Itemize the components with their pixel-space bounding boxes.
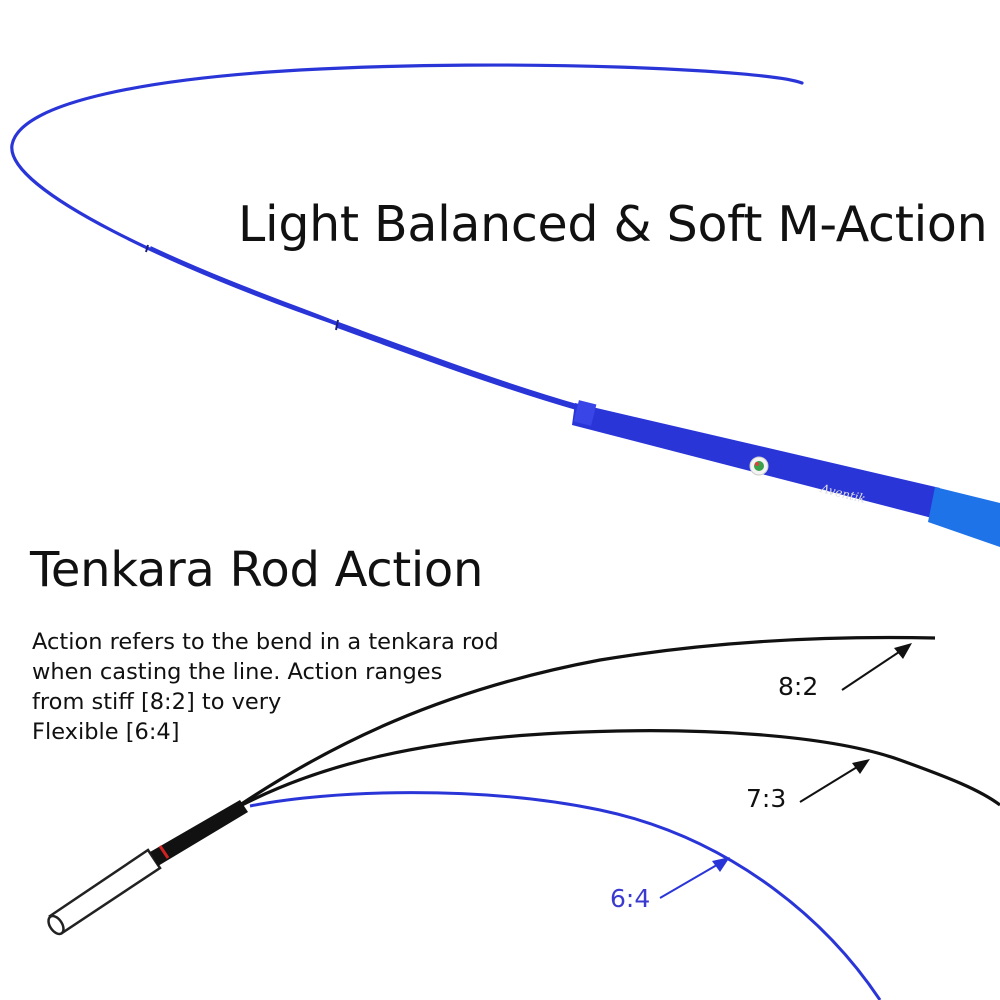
rod-mid-section bbox=[149, 246, 341, 327]
section-title: Tenkara Rod Action bbox=[30, 542, 484, 598]
rod-tip-curve bbox=[10, 63, 804, 327]
arrow-7-3 bbox=[799, 759, 870, 803]
arrow-8-2 bbox=[841, 643, 912, 691]
curve-8-2 bbox=[239, 635, 936, 807]
ratio-label-6-4: 6:4 bbox=[610, 884, 651, 913]
curve-7-3 bbox=[241, 729, 1000, 807]
ratio-label-8-2: 8:2 bbox=[778, 672, 819, 701]
action-description: Action refers to the bend in a tenkara r… bbox=[32, 627, 552, 747]
description-line: Action refers to the bend in a tenkara r… bbox=[32, 629, 499, 655]
arrow-6-4 bbox=[659, 857, 730, 899]
curve-6-4 bbox=[249, 791, 882, 1000]
handle-marker bbox=[158, 845, 170, 859]
description-line: from stiff [8:2] to very bbox=[32, 689, 282, 715]
rod-handle bbox=[47, 800, 248, 936]
headline: Light Balanced & Soft M-Action bbox=[238, 196, 988, 253]
ratio-label-7-3: 7:3 bbox=[746, 784, 787, 813]
description-line: Flexible [6:4] bbox=[32, 719, 180, 745]
description-line: when casting the line. Action ranges bbox=[32, 659, 443, 685]
rod-lower-section bbox=[336, 322, 581, 411]
rod-grip-section bbox=[928, 487, 1000, 547]
